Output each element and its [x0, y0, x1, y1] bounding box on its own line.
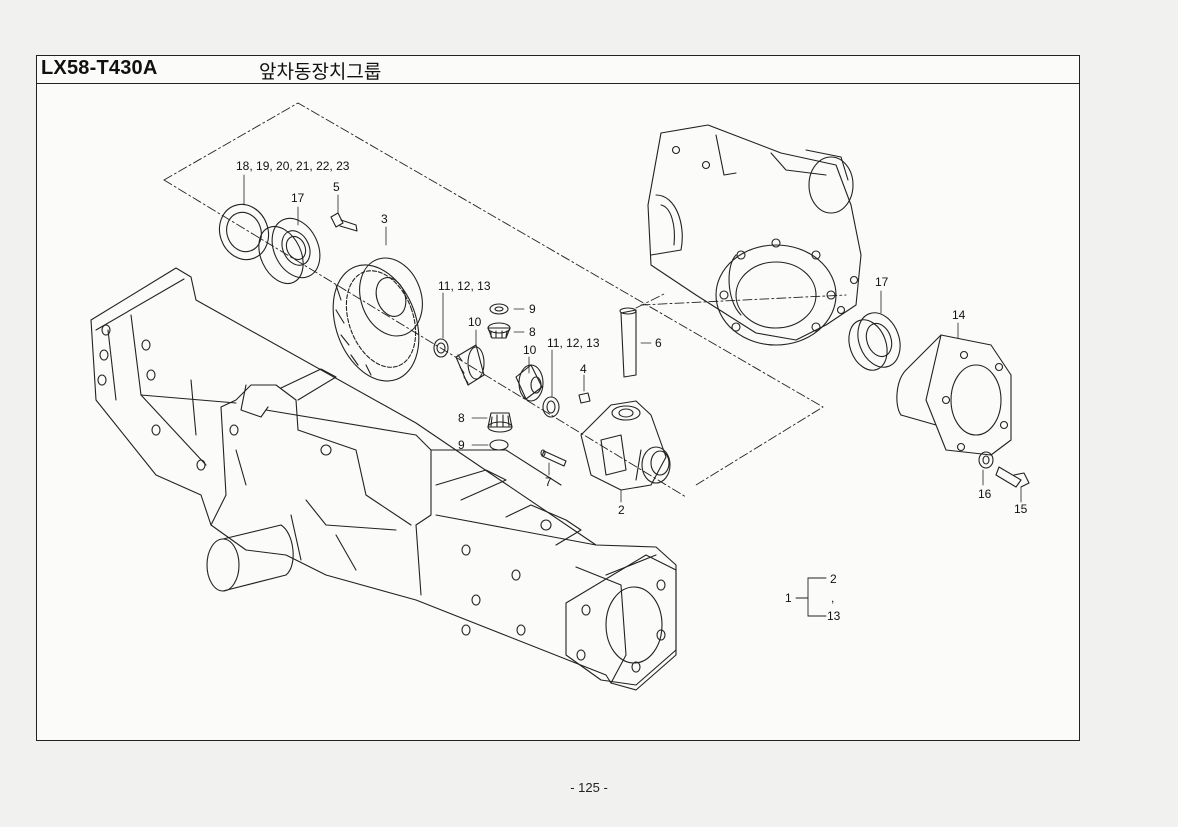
callout-15: 15: [1014, 502, 1028, 516]
differential-case-half: [647, 124, 862, 346]
thrust-washer: [218, 203, 270, 261]
callout-4: 4: [580, 362, 587, 376]
legend-mid: ,: [831, 591, 834, 605]
callout-9-top: 9: [529, 302, 536, 316]
pin-small: [578, 392, 591, 404]
legend-first: 2: [830, 572, 837, 586]
ring-gear: [332, 257, 423, 382]
washer-small: [978, 451, 994, 469]
callout-7: 7: [545, 475, 552, 489]
page-number: - 125 -: [570, 780, 608, 795]
bearing-right: [848, 312, 901, 371]
axle-housing: [90, 267, 677, 691]
model-code: LX58-T430A: [41, 57, 158, 79]
assembly-legend: 1 2 , 13: [785, 572, 841, 623]
side-gear-right: [515, 364, 544, 402]
callout-5: 5: [333, 180, 340, 194]
assembly-guide-lines: [163, 102, 847, 498]
callout-16: 16: [978, 487, 992, 501]
callout-14: 14: [952, 308, 966, 322]
spider-shaft: [619, 307, 637, 378]
callout-11-13-left: 11, 12, 13: [438, 279, 491, 293]
roll-pin: [540, 449, 567, 467]
callout-17-right: 17: [875, 275, 889, 289]
pinion-gear-bottom: [487, 412, 513, 433]
callout-10-left: 10: [468, 315, 482, 329]
callout-11-13-right: 11, 12, 13: [547, 336, 600, 350]
side-washer-right: [542, 396, 560, 418]
callout-labels: 18, 19, 20, 21, 22, 23 17 5 3 11, 12, 13…: [236, 159, 1028, 517]
exploded-parts-diagram: 18, 19, 20, 21, 22, 23 17 5 3 11, 12, 13…: [90, 102, 1030, 691]
callout-3: 3: [381, 212, 388, 226]
differential-case: [580, 400, 671, 491]
bolt: [330, 212, 358, 232]
callout-6: 6: [655, 336, 662, 350]
diagram-frame: LX58-T430A 앞차동장치그룹: [36, 55, 1080, 741]
callout-2: 2: [618, 503, 625, 517]
callout-17-left: 17: [291, 191, 305, 205]
group-title: 앞차동장치그룹: [259, 61, 382, 83]
pinion-washer-bottom: [489, 439, 509, 451]
legend-last: 13: [827, 609, 841, 623]
callout-9-bottom: 9: [458, 438, 465, 452]
pinion-gear-top: [487, 322, 511, 339]
callout-10-right: 10: [523, 343, 537, 357]
callout-8-top: 8: [529, 325, 536, 339]
legend-parent: 1: [785, 591, 792, 605]
hex-bolt: [995, 466, 1030, 488]
bearing-housing: [896, 334, 1012, 456]
leader-lines: [243, 174, 1022, 503]
side-gear-left: [455, 344, 485, 386]
bearing-left: [258, 217, 321, 285]
side-washer-left: [433, 338, 449, 358]
callout-18-23: 18, 19, 20, 21, 22, 23: [236, 159, 350, 173]
pinion-washer-top: [489, 303, 509, 315]
callout-8-bottom: 8: [458, 411, 465, 425]
title-bar: LX58-T430A 앞차동장치그룹: [37, 56, 1079, 84]
